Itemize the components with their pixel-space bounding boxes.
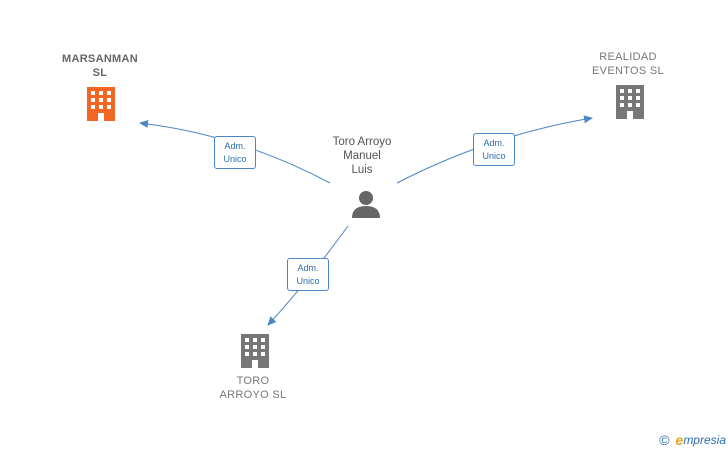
person-label[interactable]: Toro Arroyo Manuel Luis (332, 136, 392, 176)
building-icon-marsanman[interactable] (87, 87, 115, 121)
role-box-realidad: Adm. Unico (473, 133, 515, 166)
company-label-marsanman[interactable]: MARSANMAN SL (61, 53, 139, 79)
role-line-1: Adm. (224, 140, 246, 151)
footer-brand: © e mpresia (659, 432, 726, 448)
role-line-1: Adm. (297, 262, 319, 273)
role-box-toro: Adm. Unico (287, 258, 329, 291)
role-line-2: Unico (223, 153, 247, 164)
company-label-toro[interactable]: TORO ARROYO SL (219, 375, 287, 401)
brand-name: mpresia (683, 433, 726, 447)
person-icon[interactable] (352, 191, 380, 218)
building-icon-realidad[interactable] (616, 85, 644, 119)
company-label-realidad[interactable]: REALIDAD EVENTOS SL (592, 51, 664, 77)
building-icon-toro[interactable] (241, 334, 269, 368)
role-line-2: Unico (296, 275, 320, 286)
brand-initial: e (675, 432, 684, 448)
role-box-marsanman: Adm. Unico (214, 136, 256, 169)
role-line-1: Adm. (483, 137, 505, 148)
role-line-2: Unico (482, 150, 506, 161)
copyright-icon: © (659, 432, 670, 448)
